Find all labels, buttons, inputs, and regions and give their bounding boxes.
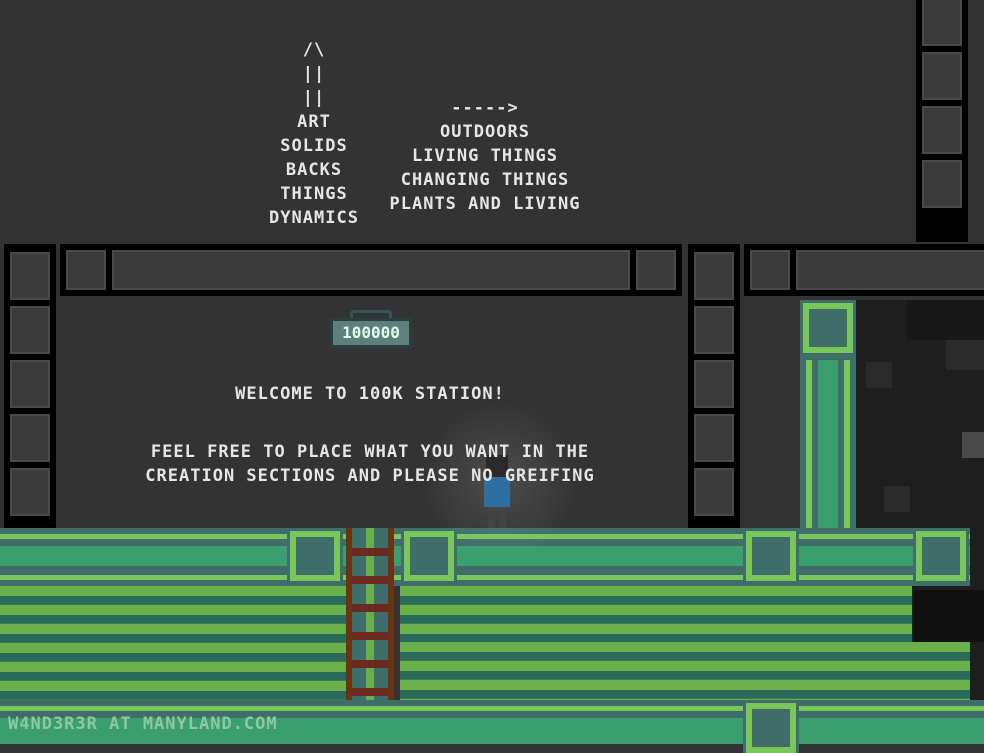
counter-box: 100000 xyxy=(330,310,412,350)
up-sign: /\ || || ART SOLIDS BACKS THINGS DYNAMICS xyxy=(262,38,366,230)
green-wall xyxy=(400,586,912,642)
bottom-pipe xyxy=(0,700,984,744)
girder-beam xyxy=(744,244,984,296)
up-arrow-head: /\ xyxy=(302,40,326,60)
pipe-joint xyxy=(287,528,343,584)
pipe-joint xyxy=(743,700,799,753)
category-label: SOLIDS xyxy=(280,136,348,156)
category-label: ART xyxy=(297,112,331,132)
counter-value: 100000 xyxy=(330,318,412,348)
girder-column xyxy=(4,244,56,528)
category-label: CHANGING THINGS xyxy=(400,170,570,190)
girder-beam xyxy=(60,244,682,296)
right-sign: -----> OUTDOORS LIVING THINGS CHANGING THIN… xyxy=(372,96,598,216)
vertical-pipe xyxy=(800,300,856,530)
right-arrow: -----> xyxy=(451,98,519,118)
green-wall xyxy=(400,642,970,700)
category-label: OUTDOORS xyxy=(440,122,530,142)
girder-column xyxy=(688,244,740,528)
category-label: THINGS xyxy=(280,184,348,204)
green-wall xyxy=(0,586,346,700)
pipe-joint xyxy=(743,528,799,584)
category-label: BACKS xyxy=(285,160,343,180)
floor-pipe xyxy=(0,528,346,586)
up-arrow-shaft: || xyxy=(302,88,326,108)
welcome-text: WELCOME TO 100K STATION! xyxy=(235,384,505,404)
category-label: LIVING THINGS xyxy=(411,146,559,166)
player-character[interactable] xyxy=(482,455,512,528)
pipe-joint xyxy=(913,528,969,584)
up-arrow-shaft: || xyxy=(302,64,326,84)
girder-column xyxy=(916,0,968,242)
ladder[interactable] xyxy=(346,528,394,700)
message-text: FEEL FREE TO PLACE WHAT YOU WANT IN THE … xyxy=(145,442,595,486)
pipe-joint xyxy=(401,528,457,584)
floor-pipe xyxy=(394,528,970,586)
category-label: DYNAMICS xyxy=(269,208,359,228)
watermark-text: W4ND3R3R AT MANYLAND.COM xyxy=(8,714,278,734)
category-label: PLANTS AND LIVING xyxy=(389,194,581,214)
